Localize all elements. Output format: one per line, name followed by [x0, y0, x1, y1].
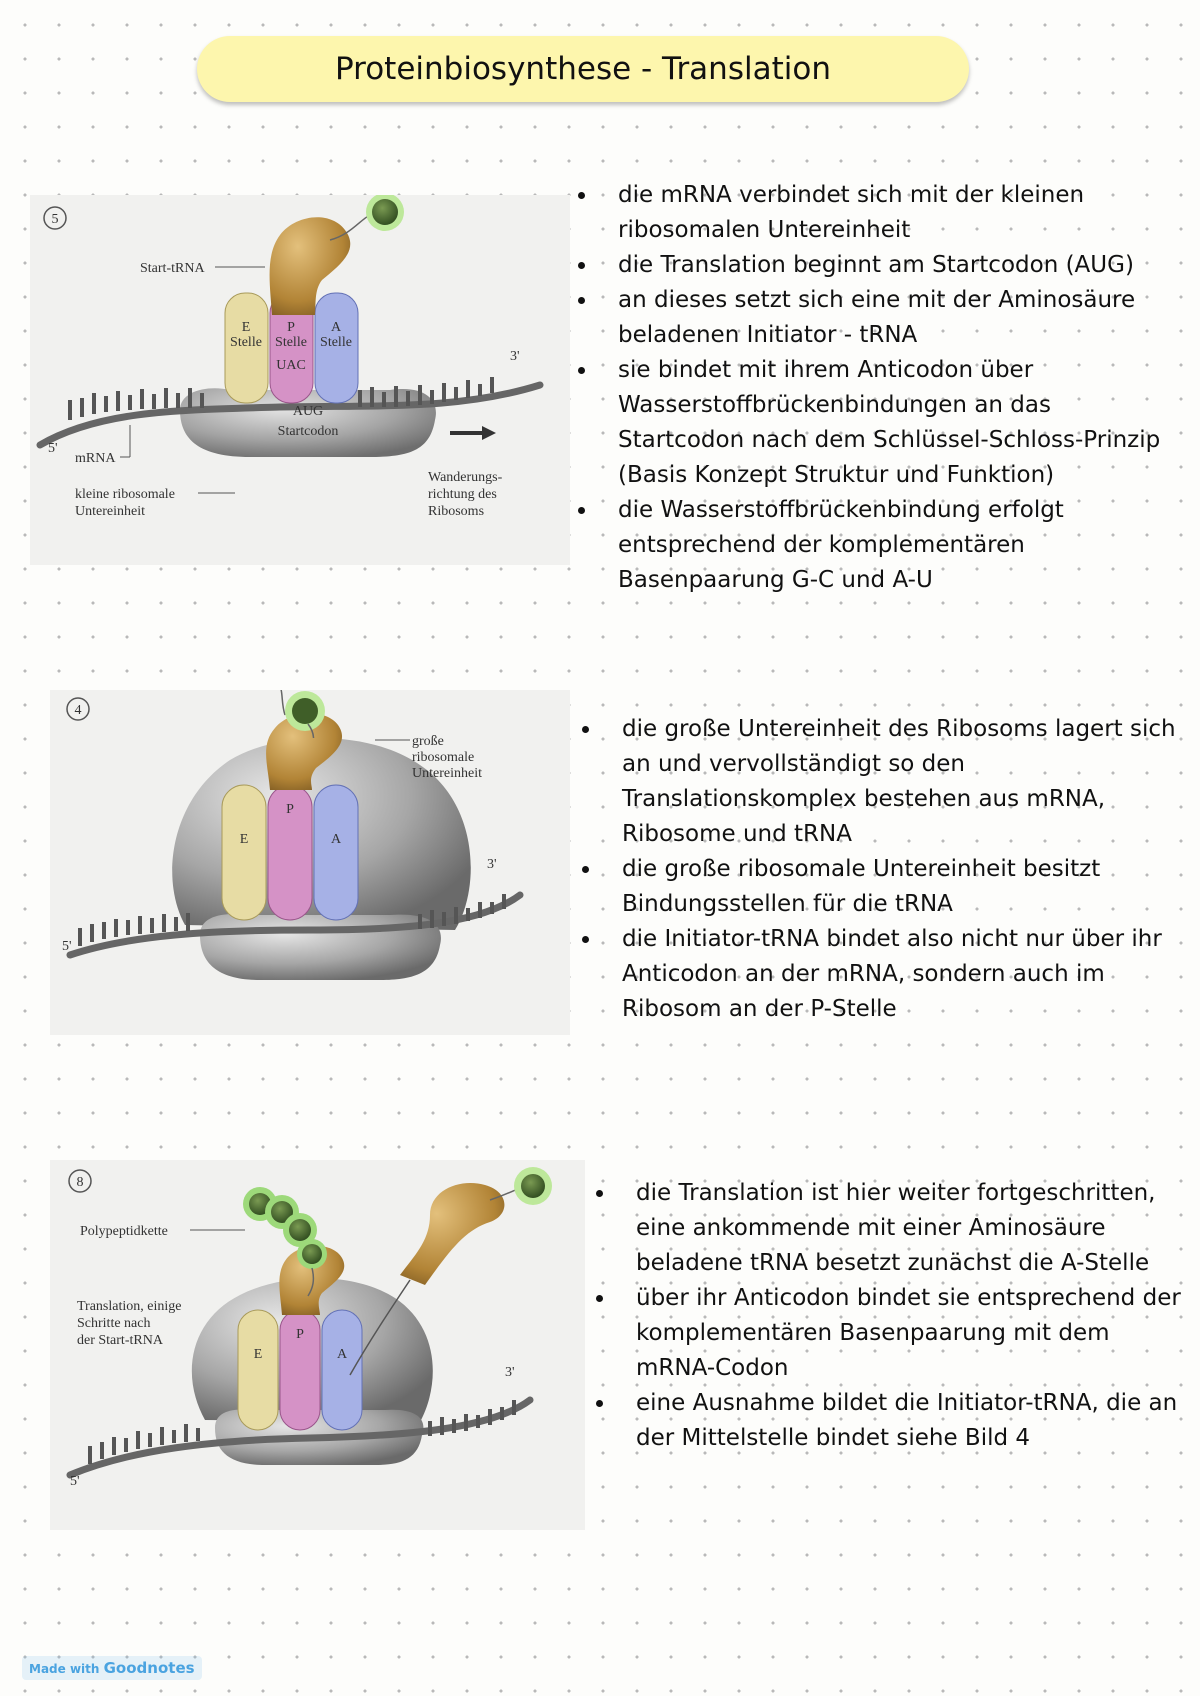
- svg-text:3': 3': [505, 1365, 515, 1380]
- notes-section-3: die Translation ist hier weiter fortgesc…: [596, 1176, 1181, 1456]
- svg-text:5': 5': [62, 939, 72, 954]
- note-bullet: die Translation ist hier weiter fortgesc…: [596, 1176, 1181, 1281]
- svg-text:A: A: [331, 320, 342, 335]
- a-site: [313, 784, 359, 921]
- codon-caption: Startcodon: [278, 424, 339, 439]
- polypeptide-chain: [243, 1187, 327, 1297]
- direction-arrow-icon: [450, 426, 496, 440]
- anticodon-label: UAC: [276, 358, 306, 373]
- start-trna: [269, 217, 351, 315]
- polypeptide-label: Polypeptidkette: [80, 1224, 168, 1239]
- figure-number-badge: 4: [66, 697, 90, 721]
- goodnotes-watermark: Made with Goodnotes: [22, 1656, 202, 1680]
- bound-trna: [279, 1245, 345, 1315]
- figure-number-badge: 8: [68, 1169, 92, 1193]
- note-bullet: die Translation beginnt am Startcodon (A…: [578, 248, 1178, 283]
- figure-small-subunit: 5 E Stelle P Stelle A Stelle U: [30, 195, 570, 565]
- notes-section-1: die mRNA verbindet sich mit der kleinen …: [578, 178, 1178, 598]
- note-bullet: sie bindet mit ihrem Anticodon über Wass…: [578, 353, 1178, 493]
- e-site: [224, 292, 269, 404]
- title-banner: Proteinbiosynthese - Translation: [197, 36, 969, 102]
- note-bullet: über ihr Anticodon bindet sie entspreche…: [596, 1281, 1181, 1386]
- note-bullet: eine Ausnahme bildet die Initiator-tRNA,…: [596, 1386, 1181, 1456]
- svg-text:E: E: [242, 320, 251, 335]
- svg-text:Stelle: Stelle: [320, 335, 352, 350]
- figure-large-subunit: 4 E P A große ribosomale Un: [50, 690, 570, 1035]
- svg-text:8: 8: [77, 1175, 84, 1190]
- codon-label: AUG: [293, 404, 323, 419]
- a-site: [314, 292, 359, 404]
- svg-text:5': 5': [70, 1474, 80, 1489]
- figure-caption: Translation, einige Schritte nach der St…: [77, 1299, 185, 1348]
- svg-text:P: P: [286, 802, 294, 817]
- svg-text:E: E: [240, 832, 249, 847]
- svg-text:3': 3': [487, 857, 497, 872]
- svg-text:P: P: [287, 320, 295, 335]
- svg-text:A: A: [337, 1347, 348, 1362]
- large-subunit-label: große ribosomale Untereinheit: [412, 734, 482, 781]
- direction-label: Wanderungs- richtung des Ribosoms: [428, 470, 506, 519]
- note-bullet: an dieses setzt sich eine mit der Aminos…: [578, 283, 1178, 353]
- note-bullet: die große Untereinheit des Ribosoms lage…: [582, 712, 1182, 852]
- note-bullet: die Initiator-tRNA bindet also nicht nur…: [582, 922, 1182, 1027]
- mrna-bases: [78, 894, 506, 946]
- start-trna-label: Start-tRNA: [140, 261, 205, 276]
- svg-text:3': 3': [510, 349, 520, 364]
- mrna-strand: [36, 381, 544, 449]
- notes-section-2: die große Untereinheit des Ribosoms lage…: [582, 712, 1182, 1027]
- mrna-bases: [68, 377, 494, 420]
- svg-text:A: A: [331, 832, 342, 847]
- page-title: Proteinbiosynthese - Translation: [335, 51, 831, 87]
- svg-text:5': 5': [48, 441, 58, 456]
- svg-text:Stelle: Stelle: [230, 335, 262, 350]
- figure-elongation: 8 E P A: [50, 1160, 585, 1530]
- figure-number-badge: 5: [43, 206, 67, 230]
- svg-text:Stelle: Stelle: [275, 335, 307, 350]
- note-bullet: die große ribosomale Untereinheit besitz…: [582, 852, 1182, 922]
- note-bullet: die Wasserstoffbrückenbindung erfolgt en…: [578, 493, 1178, 598]
- mrna-bases: [88, 1400, 516, 1464]
- svg-text:5: 5: [52, 212, 59, 227]
- incoming-trna: [400, 1183, 505, 1285]
- a-site: [321, 1309, 363, 1431]
- e-site: [237, 1309, 279, 1431]
- svg-text:P: P: [296, 1327, 304, 1342]
- small-subunit-label: kleine ribosomale Untereinheit: [75, 487, 178, 519]
- start-trna: [266, 713, 343, 790]
- e-site: [221, 784, 267, 921]
- note-bullet: die mRNA verbindet sich mit der kleinen …: [578, 178, 1178, 248]
- svg-text:4: 4: [75, 703, 82, 718]
- svg-text:E: E: [254, 1347, 263, 1362]
- mrna-label: mRNA: [75, 451, 116, 466]
